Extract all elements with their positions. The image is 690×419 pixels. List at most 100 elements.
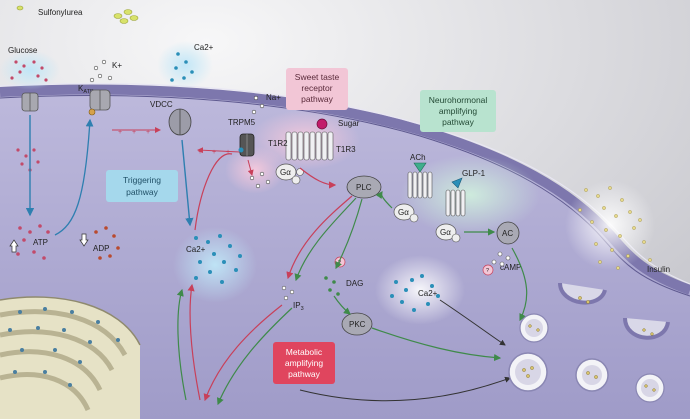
dag-to-pkc-arrow (333, 295, 351, 315)
plc-to-dag-arrow (335, 198, 363, 270)
g-protein-ach: Gα (393, 203, 419, 223)
svg-text:pathway: pathway (288, 369, 320, 379)
ach-ligand-icon (413, 162, 427, 173)
insulin-glow (565, 180, 655, 270)
trpm5-channel (238, 133, 255, 157)
svg-text:receptor: receptor (301, 83, 332, 93)
neurohormonal-pathway-box: Neurohormonal amplifying pathway (420, 90, 496, 132)
trpm5-na-arrow (247, 159, 254, 176)
svg-text:+: + (118, 129, 122, 136)
vdcc-to-ca-arrow (181, 139, 194, 227)
sugar-molecule (316, 118, 328, 130)
svg-text:pathway: pathway (442, 117, 474, 127)
adp-down-arrow-icon (79, 233, 89, 247)
svg-text:+: + (226, 149, 230, 156)
ip3-to-er-red-arrow (203, 304, 283, 402)
ca-glow (157, 41, 213, 89)
unknown-target-icon: ? (482, 264, 494, 276)
vdcc-label: VDCC (150, 100, 173, 109)
metabolic-to-granule-arrow (299, 376, 511, 402)
svg-text:+: + (212, 149, 216, 156)
glucose-glow (0, 50, 60, 90)
atp-to-katp-arrow (54, 118, 94, 236)
vdcc-channel (168, 108, 192, 136)
dag-molecules (324, 276, 340, 296)
ca-right-ions (390, 274, 440, 312)
svg-text:Neurohormonal: Neurohormonal (429, 95, 488, 105)
insulin-crystals (522, 296, 656, 392)
g-protein-glp1: Gα (435, 223, 461, 243)
ach-label: ACh (410, 153, 426, 162)
glucose-molecules (10, 60, 48, 82)
katp-label: KATP (78, 84, 94, 95)
glucose-label: Glucose (8, 46, 38, 55)
na-plus-label: Na+ (266, 93, 281, 102)
atp-molecules (16, 224, 50, 260)
sulfonylurea-label: Sulfonylurea (38, 8, 83, 17)
svg-text:PKC: PKC (349, 320, 366, 329)
ca-to-granule-arrow (439, 299, 506, 346)
ip3-molecules (281, 285, 295, 301)
svg-text:Gα: Gα (440, 228, 451, 237)
er-to-ca-red-arrow (187, 283, 201, 401)
t1r2-label: T1R2 (268, 139, 288, 148)
glp1-receptor (445, 189, 466, 217)
trpm5-label: TRPM5 (228, 118, 256, 127)
neuro-receptor-glow (400, 155, 540, 235)
er-granules (8, 307, 120, 387)
ach-to-plc-arrow (375, 191, 393, 209)
ca-top-label: Ca2+ (194, 43, 214, 52)
svg-text:Gα: Gα (398, 208, 409, 217)
ip3-label: IP3 (293, 301, 304, 312)
svg-text:AC: AC (502, 229, 513, 238)
ca-right-glow (375, 255, 465, 325)
svg-text:pathway: pathway (126, 187, 158, 197)
plc-enzyme: PLC (346, 175, 382, 199)
plc-to-ip3-red-arrow (286, 195, 353, 280)
ca-cytosol-ions (194, 234, 242, 284)
sulfonylurea-molecules (16, 5, 139, 24)
pkc-enzyme: PKC (341, 312, 373, 336)
svg-text:PLC: PLC (356, 183, 372, 192)
er-to-ca-green-arrow (176, 288, 187, 401)
t1r3-label: T1R3 (336, 145, 356, 154)
sweet-taste-receptor-pathway-box: Sweet taste receptor pathway (286, 68, 348, 110)
k-ions (89, 59, 113, 83)
svg-text:amplifying: amplifying (439, 106, 478, 116)
glp1-ligand-icon (451, 177, 463, 189)
t1r2-t1r3-receptor (285, 131, 334, 161)
ip3-to-er-green-arrow (217, 307, 293, 406)
svg-text:+: + (132, 129, 136, 136)
glp1-label: GLP-1 (462, 169, 486, 178)
svg-text:Sweet taste: Sweet taste (295, 72, 340, 82)
metabolic-amplifying-pathway-box: Metabolic amplifying pathway (273, 342, 335, 384)
glucose-cytosol-molecules (16, 148, 40, 172)
katp-channel (88, 89, 111, 116)
exocytosis-pocket (558, 282, 670, 340)
sweet-to-plc-arrow (299, 167, 337, 189)
trpm5-to-vdcc-arrow (197, 147, 241, 154)
ca-extracellular-ions (170, 52, 194, 82)
g-protein-sweet: Gα (275, 163, 304, 185)
plc-to-ip3-green-arrow (294, 197, 357, 282)
ca-to-trpm5-arrow (194, 153, 233, 231)
pkc-to-granule-arrow (371, 327, 502, 362)
glut-transporter (21, 92, 39, 112)
svg-text:Metabolic: Metabolic (286, 347, 323, 357)
insulin-granules (508, 313, 665, 403)
ca-mid-label: Ca2+ (186, 245, 206, 254)
insulin-label: Insulin (647, 265, 670, 274)
ca-right-label: Ca2+ (418, 289, 438, 298)
k-plus-label: K+ (112, 61, 122, 70)
dag-label: DAG (346, 279, 363, 288)
svg-text:pathway: pathway (301, 94, 333, 104)
svg-text:Gα: Gα (280, 168, 291, 177)
svg-text:amplifying: amplifying (285, 358, 324, 368)
svg-text:Triggering: Triggering (123, 175, 161, 185)
atp-label: ATP (33, 238, 48, 247)
camp-molecules (491, 251, 511, 267)
na-ions (249, 95, 271, 189)
sugar-label: Sugar (338, 119, 360, 128)
